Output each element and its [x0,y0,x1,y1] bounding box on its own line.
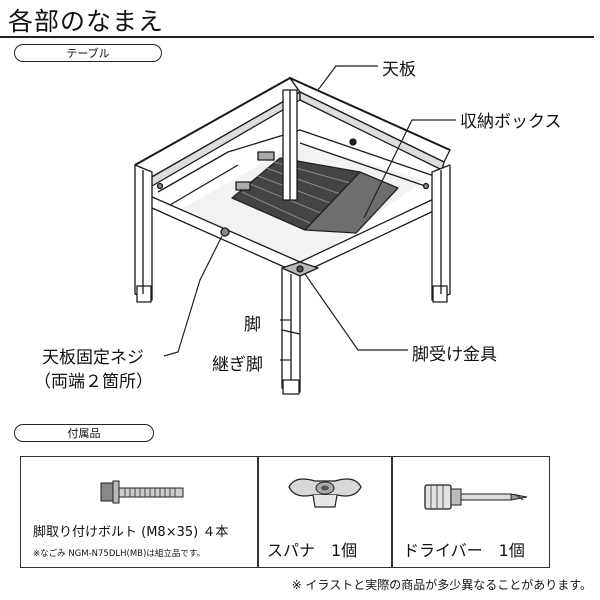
accessory-bolt-name: 脚取り付けボルト (M8×35) ４本 [33,525,229,540]
label-tenban: 天板 [382,60,416,80]
title-divider [0,36,594,38]
accessory-screwdriver-name: ドライバー 1個 [403,541,525,560]
label-extension-leg: 継ぎ脚 [212,355,263,375]
page-title: 各部のなまえ [8,7,165,36]
table-diagram [134,65,456,395]
bolt-icon [100,480,184,504]
screwdriver-icon [424,484,528,510]
accessory-screwdriver-panel: ドライバー 1個 [392,456,550,568]
accessory-wrench-panel: スパナ 1個 [258,456,392,568]
storage-box-lid [304,171,399,234]
label-leg: 脚 [244,315,261,335]
top-fixing-screw [220,227,230,237]
section-label-table: テーブル [14,44,162,62]
label-top-screw: 天板固定ネジ [42,348,144,368]
left-leg-foot [136,285,152,303]
wing-wrench-icon [288,478,362,508]
section-label-accessories: 付属品 [14,424,154,442]
label-storage-box: 収納ボックス [460,112,562,132]
accessory-bolt-note: ※なごみ NGM-N75DLH(MB)は組立品です。 [33,549,205,559]
footnote: ※ イラストと実際の商品が多少異なることがあります。 [291,578,592,592]
accessory-wrench-name: スパナ 1個 [267,541,358,560]
label-leg-bracket: 脚受け金具 [412,345,497,365]
front-leg-foot [282,379,300,395]
label-top-screw-note: （両端２箇所） [34,372,153,392]
accessory-bolt-panel: 脚取り付けボルト (M8×35) ４本 ※なごみ NGM-N75DLH(MB)は… [20,456,258,568]
